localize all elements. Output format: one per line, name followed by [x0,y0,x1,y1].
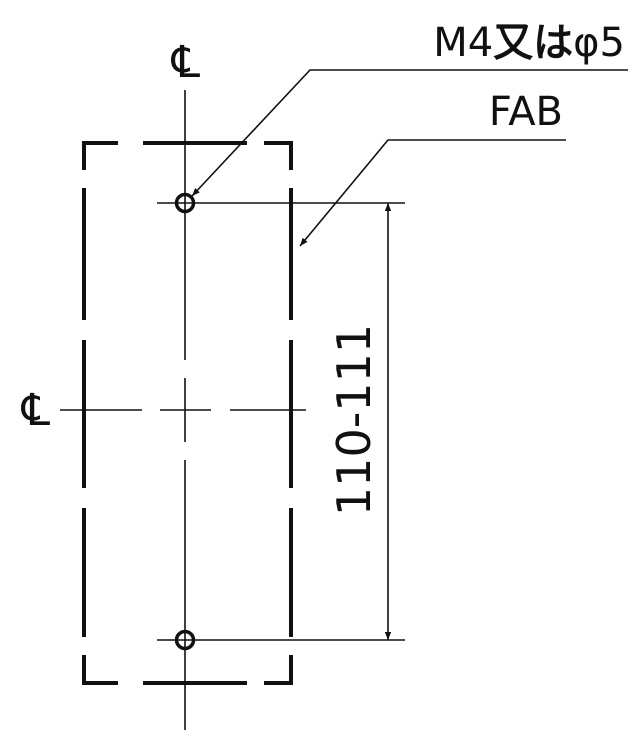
centerline-symbol-top: ℄ [171,37,201,88]
hole-spec-kanji: 又は [493,20,573,66]
outline-bottom-right-corner [264,655,293,685]
frame-code-label: FAB [489,89,563,135]
hole-spec-prefix: M4 [433,20,493,66]
outline-bottom-left-corner [82,655,118,685]
dimension-label: 110-111 [327,324,381,516]
hole-spec-suffix: φ5 [573,20,625,66]
outline-top-right-corner [264,141,293,170]
breaker-outline [82,141,293,685]
centerline-symbol-left: ℄ [21,385,51,436]
outline-top-left-corner [82,141,118,170]
leader-line-hole [191,69,628,197]
hole-spec-label: M4又はφ5 [433,20,625,66]
leader-line-frame [299,139,566,247]
